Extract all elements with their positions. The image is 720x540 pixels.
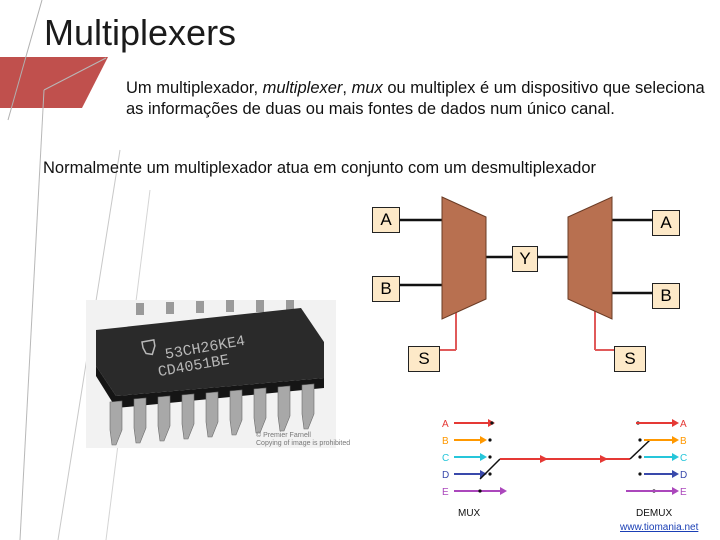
label-select-right: S <box>614 346 646 372</box>
left-label-d: D <box>442 470 449 481</box>
title-banner-shape <box>0 57 108 108</box>
right-label-e: E <box>680 487 687 498</box>
right-label-c: C <box>680 453 687 464</box>
right-channel-arrows <box>626 419 679 495</box>
label-select-left: S <box>408 346 440 372</box>
ic-chip-photo: 53CH26KE4 CD4051BE <box>86 300 336 448</box>
chip-pins-back <box>136 300 294 315</box>
label-output-y: Y <box>512 246 538 272</box>
chip-pins-front <box>109 383 315 446</box>
definition-paragraph: Um multiplexador, multiplexer, mux ou mu… <box>126 79 705 118</box>
channel-diagram: A B C D E A B C D E MUX DEMUX <box>440 415 690 521</box>
right-label-a: A <box>680 419 687 430</box>
left-label-a: A <box>442 419 449 430</box>
ti-logo-icon <box>141 339 156 356</box>
label-input-a: A <box>372 207 400 233</box>
source-credit-link[interactable]: www.tiomania.net <box>620 522 699 533</box>
left-label-b: B <box>442 436 449 447</box>
chip-photo-copyright: © Premier Farnell Copying of image is pr… <box>256 432 351 447</box>
label-output-b: B <box>652 283 680 309</box>
right-label-d: D <box>680 470 687 481</box>
right-label-b: B <box>680 436 687 447</box>
left-label-e: E <box>442 487 449 498</box>
usage-paragraph: Normalmente um multiplexador atua em con… <box>43 159 596 177</box>
demux-label: DEMUX <box>636 508 672 519</box>
label-input-b: B <box>372 276 400 302</box>
left-channel-arrows <box>454 419 507 495</box>
mux-demux-diagram: A B Y A B S S <box>362 195 702 385</box>
mux-switch <box>478 421 494 493</box>
page-title: Multiplexers <box>44 12 237 53</box>
mux-label: MUX <box>458 508 481 519</box>
chip-body <box>96 308 324 396</box>
mux-shape <box>441 196 487 320</box>
label-output-a: A <box>652 210 680 236</box>
left-label-c: C <box>442 453 449 464</box>
demux-shape <box>567 196 613 320</box>
